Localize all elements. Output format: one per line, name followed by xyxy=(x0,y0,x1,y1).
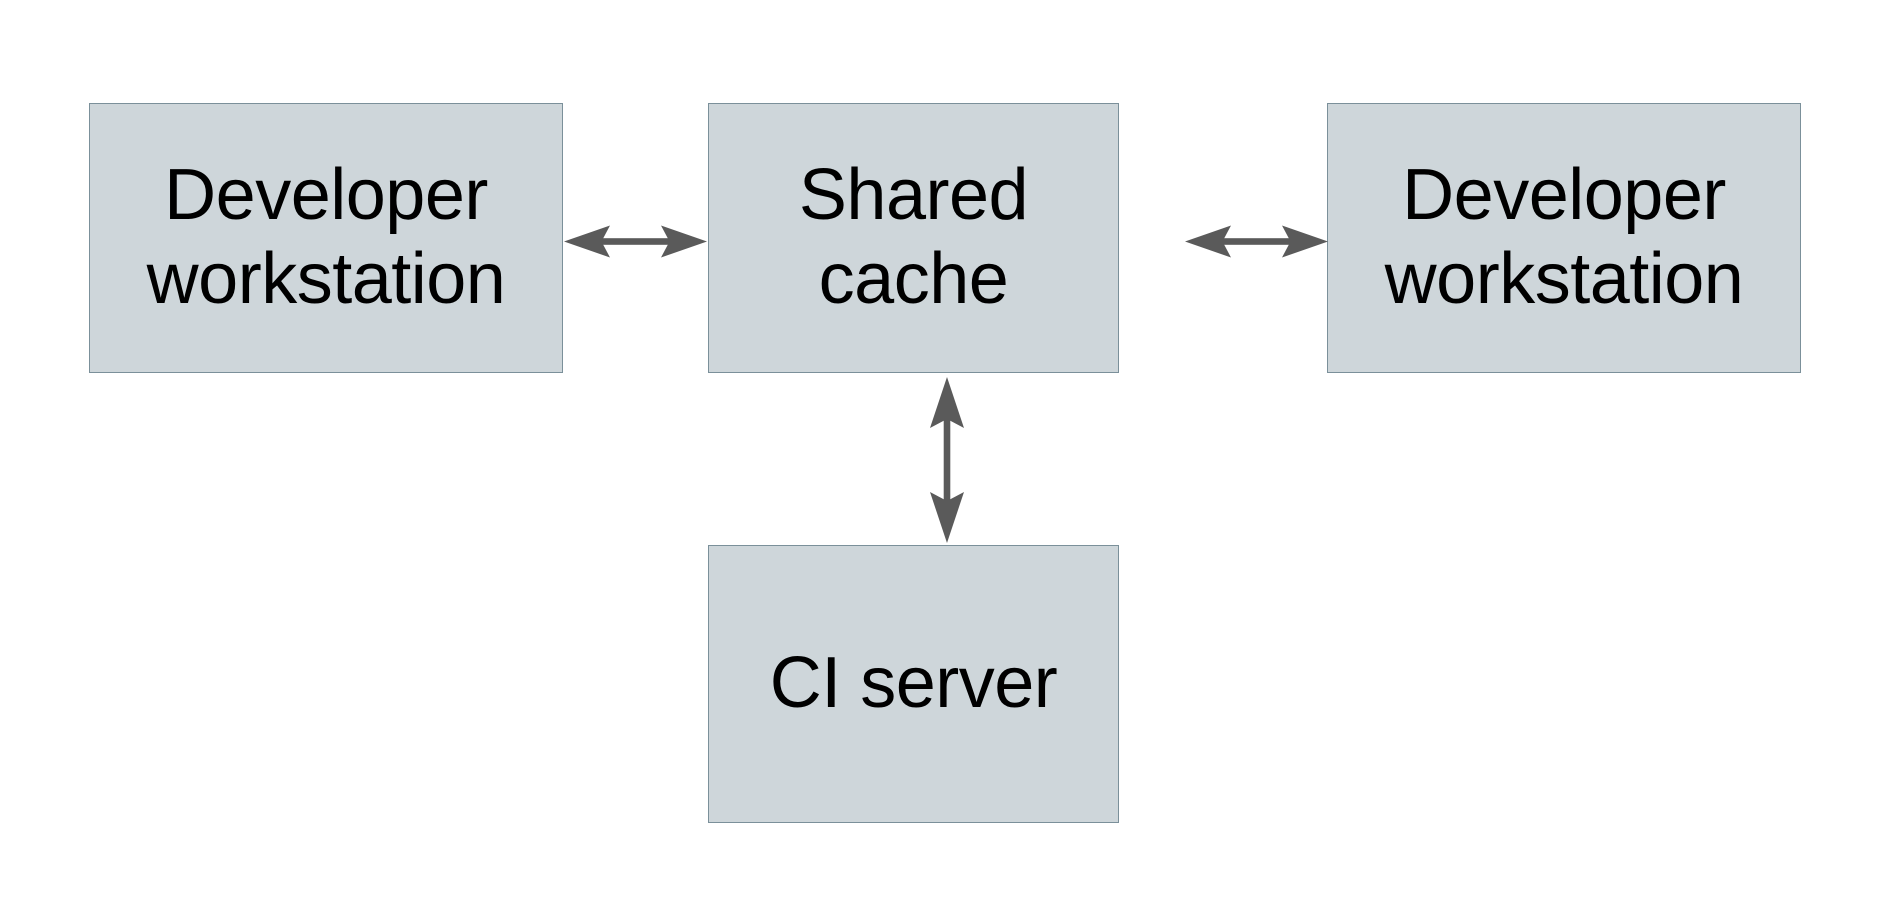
node-ci-server[interactable]: CI server xyxy=(708,545,1119,823)
double-headed-arrow-icon xyxy=(1185,225,1328,258)
node-developer-workstation-left[interactable]: Developer workstation xyxy=(89,103,563,373)
node-label: Developer workstation xyxy=(1384,155,1744,319)
double-headed-arrow-icon xyxy=(930,377,964,543)
node-label: CI server xyxy=(769,643,1058,724)
edge-shared-cache-to-ci-server[interactable] xyxy=(918,371,976,549)
node-developer-workstation-right[interactable]: Developer workstation xyxy=(1327,103,1801,373)
node-shared-cache[interactable]: Shared cache xyxy=(708,103,1119,373)
node-label: Developer workstation xyxy=(146,155,506,319)
edge-shared-cache-to-developer-right[interactable] xyxy=(1119,213,1329,270)
double-headed-arrow-icon xyxy=(564,225,707,258)
node-label: Shared cache xyxy=(798,155,1029,319)
edge-developer-left-to-shared-cache[interactable] xyxy=(563,213,708,270)
